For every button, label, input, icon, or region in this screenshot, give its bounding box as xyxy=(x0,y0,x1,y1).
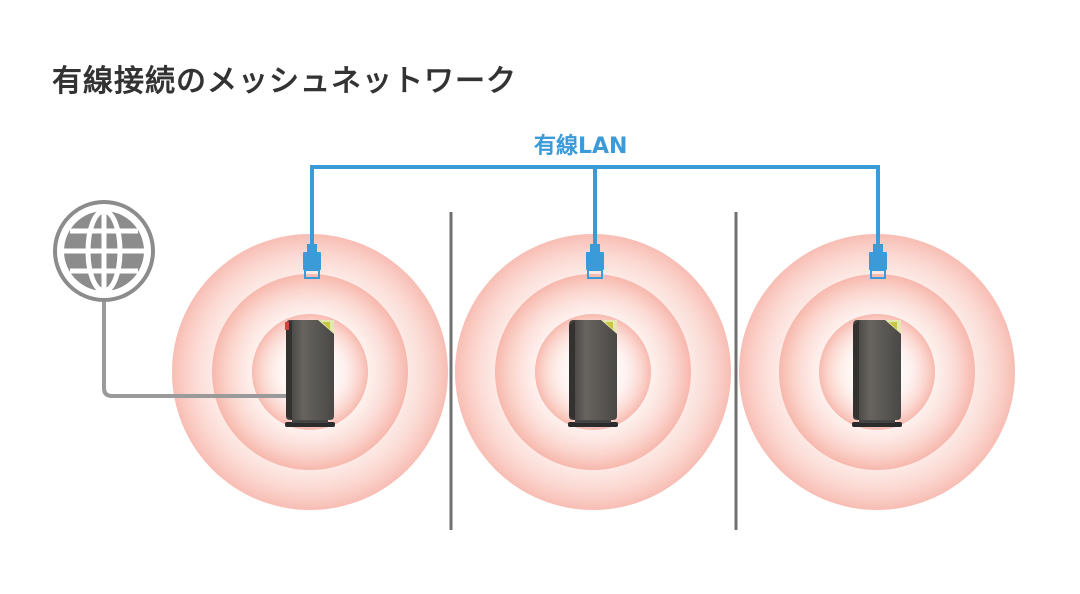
router-status-light xyxy=(285,322,289,330)
diagram-title: 有線接続のメッシュネットワーク xyxy=(52,64,517,99)
router-icon xyxy=(852,320,902,427)
router-icon xyxy=(285,320,335,427)
internet-cable xyxy=(102,300,290,398)
wired-lan-cable xyxy=(310,165,880,244)
wired-lan-label: 有線LAN xyxy=(534,134,628,159)
globe-icon xyxy=(53,200,155,302)
router-icon xyxy=(568,320,618,427)
